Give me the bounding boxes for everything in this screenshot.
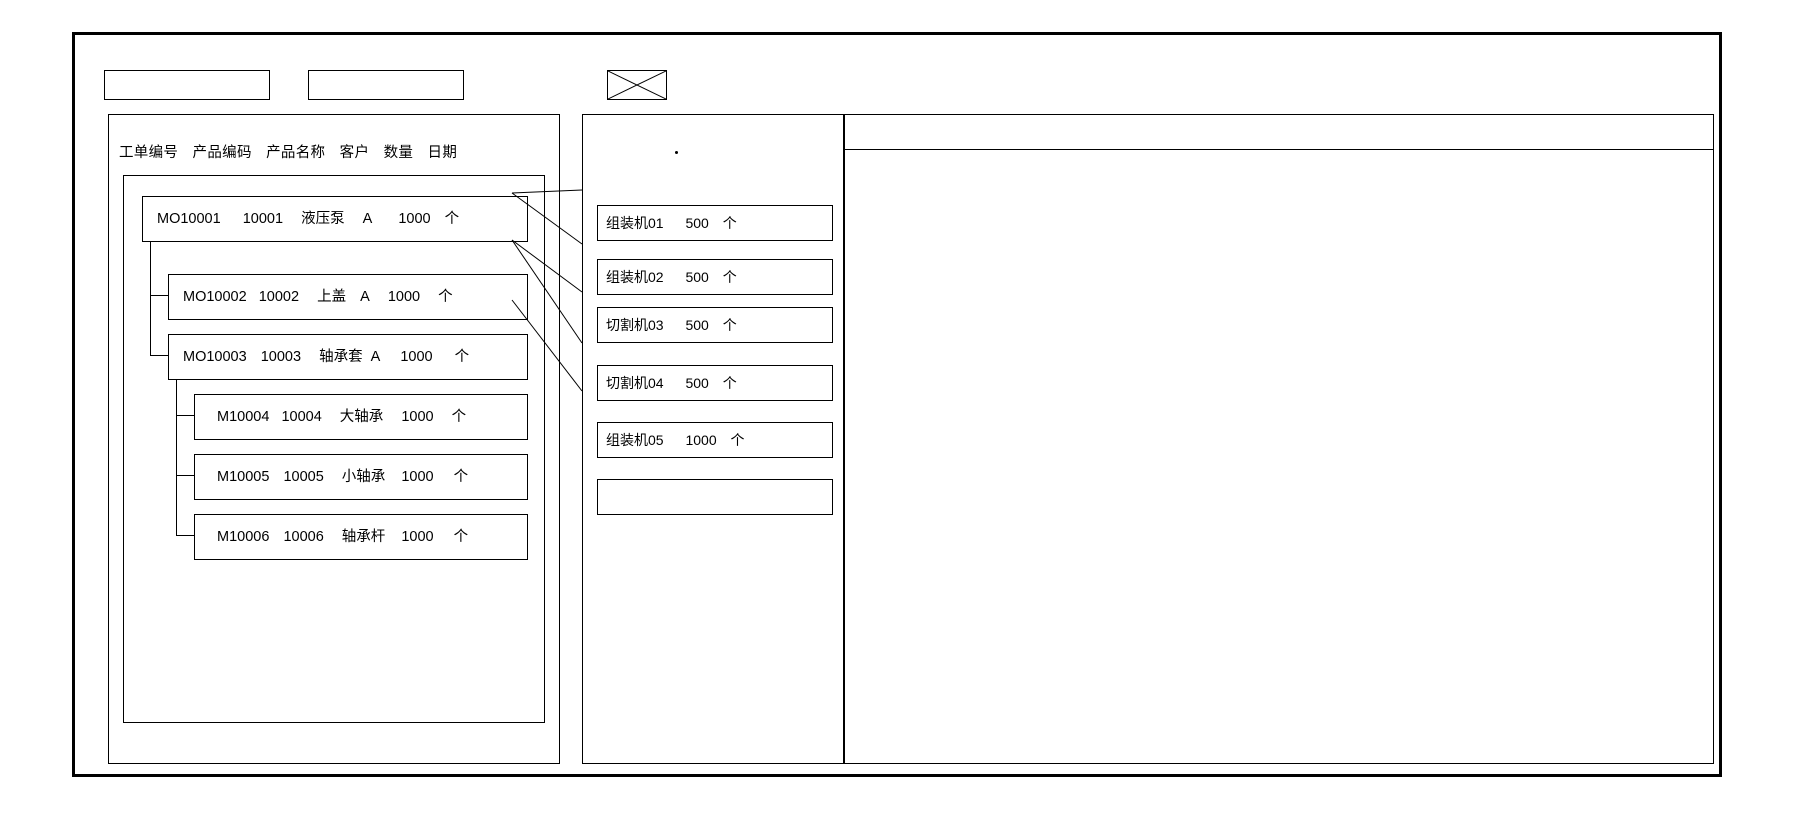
machine-card[interactable]: 组装机01 500 个 <box>597 205 833 241</box>
machine-card[interactable]: 切割机03 500 个 <box>597 307 833 343</box>
cell-customer: A <box>362 211 373 227</box>
cell-product-name: 轴承套 <box>319 349 363 365</box>
cell-product-name: 小轴承 <box>341 469 386 485</box>
cell-product-code: 10004 <box>281 409 322 425</box>
cell-unit: 个 <box>453 529 469 545</box>
cell-customer: A <box>360 289 370 305</box>
machine-unit: 个 <box>722 375 737 391</box>
machine-qty: 500 <box>685 317 709 333</box>
cell-qty: 1000 <box>401 409 434 425</box>
tree-column-header: 工单编号 产品编码 产品名称 客户 数量 日期 <box>119 141 549 162</box>
tree-row[interactable]: M10005 10005 小轴承 1000 个 <box>194 454 528 500</box>
cell-product-code: 10002 <box>258 289 300 305</box>
machine-unit: 个 <box>730 432 745 448</box>
cell-qty: 1000 <box>401 529 434 545</box>
machine-qty: 500 <box>685 215 709 231</box>
image-placeholder-icon <box>607 70 667 100</box>
machine-name: 组装机05 <box>606 432 664 448</box>
tree-row[interactable]: M10004 10004 大轴承 1000 个 <box>194 394 528 440</box>
toolbar-field-1[interactable] <box>104 70 270 100</box>
tree-row[interactable]: MO10001 10001 液压泵 A 1000 个 <box>142 196 528 242</box>
machine-qty: 500 <box>685 269 709 285</box>
panel-marker-dot <box>675 151 678 154</box>
cell-product-code: 10001 <box>242 211 284 227</box>
tree-connector-elbow-5 <box>176 344 194 536</box>
cell-product-name: 大轴承 <box>339 409 384 425</box>
machine-card[interactable]: 组装机05 1000 个 <box>597 422 833 458</box>
cell-qty: 1000 <box>401 469 434 485</box>
cell-order-no: MO10002 <box>183 289 247 305</box>
cell-order-no: MO10003 <box>183 349 247 365</box>
machine-assignment-panel: 组装机01 500 个 组装机02 500 个 切割机03 500 个 切割机0… <box>582 114 844 764</box>
machine-name: 切割机03 <box>606 317 664 333</box>
tree-row[interactable]: MO10002 10002 上盖 A 1000 个 <box>168 274 528 320</box>
machine-qty: 500 <box>685 375 709 391</box>
cell-product-code: 10005 <box>283 469 324 485</box>
tree-row[interactable]: M10006 10006 轴承杆 1000 个 <box>194 514 528 560</box>
cell-qty: 1000 <box>387 289 421 305</box>
cell-order-no: M10005 <box>217 469 270 485</box>
machine-name: 切割机04 <box>606 375 664 391</box>
detail-panel <box>844 114 1714 764</box>
toolbar-field-2[interactable] <box>308 70 464 100</box>
cell-order-no: M10006 <box>217 529 270 545</box>
cell-unit: 个 <box>444 211 460 227</box>
column-header-qty: 数量 <box>383 145 414 161</box>
machine-name: 组装机01 <box>606 215 664 231</box>
column-header-date: 日期 <box>427 145 458 161</box>
cell-unit: 个 <box>454 349 470 365</box>
work-order-tree-panel: 工单编号 产品编码 产品名称 客户 数量 日期 MO10001 10001 液压… <box>108 114 560 764</box>
cell-unit: 个 <box>438 289 453 305</box>
cell-unit: 个 <box>453 469 469 485</box>
cell-product-code: 10003 <box>260 349 302 365</box>
machine-unit: 个 <box>722 215 737 231</box>
tree-list-container: MO10001 10001 液压泵 A 1000 个 MO10002 10002… <box>123 175 545 723</box>
cell-product-name: 轴承杆 <box>341 529 386 545</box>
cell-product-name: 上盖 <box>317 289 347 305</box>
column-header-customer: 客户 <box>339 145 370 161</box>
column-header-order-no: 工单编号 <box>119 145 179 161</box>
machine-unit: 个 <box>722 317 737 333</box>
cell-order-no: MO10001 <box>157 211 221 227</box>
machine-name: 组装机02 <box>606 269 664 285</box>
detail-panel-separator <box>845 149 1713 150</box>
column-header-product-code: 产品编码 <box>192 145 252 161</box>
machine-unit: 个 <box>722 269 737 285</box>
cell-qty: 1000 <box>398 211 431 227</box>
machine-card[interactable]: 切割机04 500 个 <box>597 365 833 401</box>
cell-product-name: 液压泵 <box>301 211 345 227</box>
cell-qty: 1000 <box>400 349 433 365</box>
tree-row[interactable]: MO10003 10003 轴承套 A 1000 个 <box>168 334 528 380</box>
cell-unit: 个 <box>451 409 467 425</box>
tree-connector-elbow-2 <box>150 224 168 356</box>
machine-card[interactable]: 组装机02 500 个 <box>597 259 833 295</box>
cell-customer: A <box>370 349 381 365</box>
cell-product-code: 10006 <box>283 529 324 545</box>
machine-card-empty[interactable] <box>597 479 833 515</box>
column-header-product-name: 产品名称 <box>266 145 326 161</box>
cell-order-no: M10004 <box>217 409 270 425</box>
machine-qty: 1000 <box>685 432 717 448</box>
